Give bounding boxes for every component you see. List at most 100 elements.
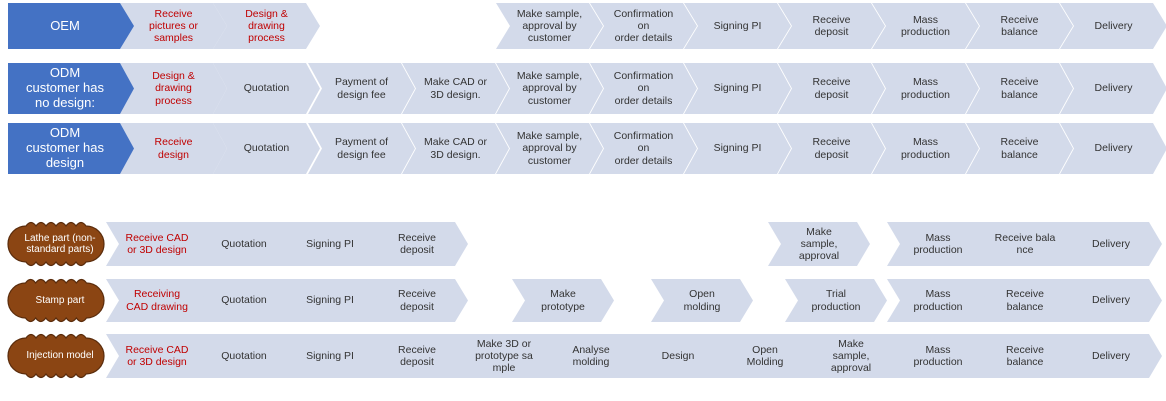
process-step-label: Quotation	[243, 82, 290, 95]
row-head-label: Injection model	[26, 350, 94, 362]
process-step-label: Delivery	[1092, 349, 1130, 362]
row-head-label: OEM	[50, 17, 80, 33]
process-step-label: Design & drawing process	[245, 7, 288, 45]
process-step-label: Payment of design fee	[334, 136, 389, 161]
process-step-label: Trial production	[811, 288, 861, 313]
process-step-label: Receive balance	[1000, 13, 1039, 38]
process-step-chevron	[366, 279, 468, 322]
process-step-label: Quotation	[243, 142, 290, 155]
process-step-label: Design	[661, 349, 695, 362]
process-step-label: Delivery	[1094, 82, 1133, 95]
process-step-chevron	[768, 222, 870, 266]
process-step-chevron	[651, 279, 753, 322]
process-step-label: Confirmation on order details	[613, 130, 674, 167]
process-step-label: Quotation	[221, 349, 267, 362]
process-step-chevron	[887, 334, 989, 378]
process-step-label: Make CAD or 3D design.	[423, 136, 487, 161]
process-step-chevron	[872, 3, 979, 49]
process-step-chevron	[213, 63, 320, 114]
process-step-chevron	[785, 279, 887, 322]
process-step-chevron	[453, 334, 555, 378]
process-step-label: Signing PI	[713, 142, 762, 155]
process-step-label: Confirmation on order details	[613, 70, 674, 107]
process-step-label: Mass production	[900, 76, 951, 101]
process-step-chevron	[684, 3, 791, 49]
row-head-arrow	[8, 3, 146, 49]
process-step-chevron	[1060, 222, 1162, 266]
row-head-arrow	[8, 63, 146, 114]
process-step-label: Design & drawing process	[152, 70, 195, 107]
process-step-chevron	[279, 279, 381, 322]
process-step-chevron	[778, 63, 885, 114]
process-step-label: Receive deposit	[398, 343, 436, 368]
process-step-chevron	[496, 3, 603, 49]
process-step-label: Quotation	[221, 294, 267, 307]
process-step-chevron	[966, 3, 1073, 49]
process-step-label: Open molding	[683, 288, 721, 313]
process-step-chevron	[308, 123, 415, 174]
process-step-chevron	[106, 222, 208, 266]
process-step-chevron	[120, 63, 227, 114]
process-step-label: Receive deposit	[398, 288, 436, 313]
process-step-label: Receive design	[154, 136, 193, 161]
process-step-label: Receive deposit	[398, 231, 436, 256]
process-step-chevron	[279, 334, 381, 378]
process-step-chevron	[193, 334, 295, 378]
process-step-chevron	[627, 334, 729, 378]
process-step-label: Delivery	[1094, 19, 1133, 32]
process-step-label: Make sample, approval	[798, 225, 840, 263]
process-step-label: Receive bala nce	[994, 231, 1056, 256]
process-step-chevron	[778, 3, 885, 49]
row-head-label: ODM customer has design	[25, 125, 105, 170]
process-step-label: Signing PI	[713, 82, 762, 95]
process-step-chevron	[887, 279, 989, 322]
process-step-chevron	[714, 334, 816, 378]
process-step-label: Signing PI	[713, 19, 762, 32]
process-step-label: Receive balance	[1006, 343, 1044, 368]
row-head-cloud	[7, 333, 105, 379]
process-step-chevron	[213, 123, 320, 174]
process-step-chevron	[496, 123, 603, 174]
process-step-chevron	[966, 123, 1073, 174]
process-step-label: Make prototype	[541, 288, 585, 313]
process-step-chevron	[872, 123, 979, 174]
row-head-label: ODM customer has no design:	[25, 65, 105, 110]
process-step-label: Receive balance	[1000, 76, 1039, 101]
process-step-label: Signing PI	[306, 294, 354, 307]
process-step-chevron	[1060, 279, 1162, 322]
row-head-cloud	[7, 221, 105, 267]
process-step-chevron	[800, 334, 902, 378]
process-step-chevron	[684, 63, 791, 114]
row-head-label: Stamp part	[35, 294, 85, 306]
process-step-label: Receive CAD or 3D design	[125, 231, 189, 256]
process-step-chevron	[402, 123, 509, 174]
process-step-label: Delivery	[1094, 142, 1133, 155]
process-step-chevron	[590, 63, 697, 114]
process-step-label: Receive balance	[1006, 288, 1044, 313]
process-step-chevron	[872, 63, 979, 114]
process-step-chevron	[590, 3, 697, 49]
process-step-chevron	[366, 222, 468, 266]
process-step-chevron	[106, 279, 208, 322]
process-step-chevron	[279, 222, 381, 266]
process-step-chevron	[366, 334, 468, 378]
process-step-label: Make sample, approval by customer	[516, 130, 583, 167]
row-head-label: Lathe part (non- standard parts)	[24, 232, 96, 256]
process-step-chevron	[1060, 3, 1166, 49]
process-step-chevron	[966, 63, 1073, 114]
process-step-chevron	[887, 222, 989, 266]
process-step-chevron	[512, 279, 614, 322]
process-step-label: Mass production	[913, 288, 963, 313]
process-step-label: Payment of design fee	[334, 76, 389, 101]
process-step-label: Quotation	[221, 237, 267, 250]
process-step-label: Mass production	[900, 136, 951, 161]
process-step-chevron	[974, 279, 1076, 322]
row-head-arrow	[8, 123, 146, 174]
process-step-chevron	[1060, 63, 1166, 114]
process-step-chevron	[1060, 334, 1162, 378]
process-step-label: Receive pictures or samples	[148, 7, 199, 45]
process-step-label: Make sample, approval	[830, 337, 872, 375]
